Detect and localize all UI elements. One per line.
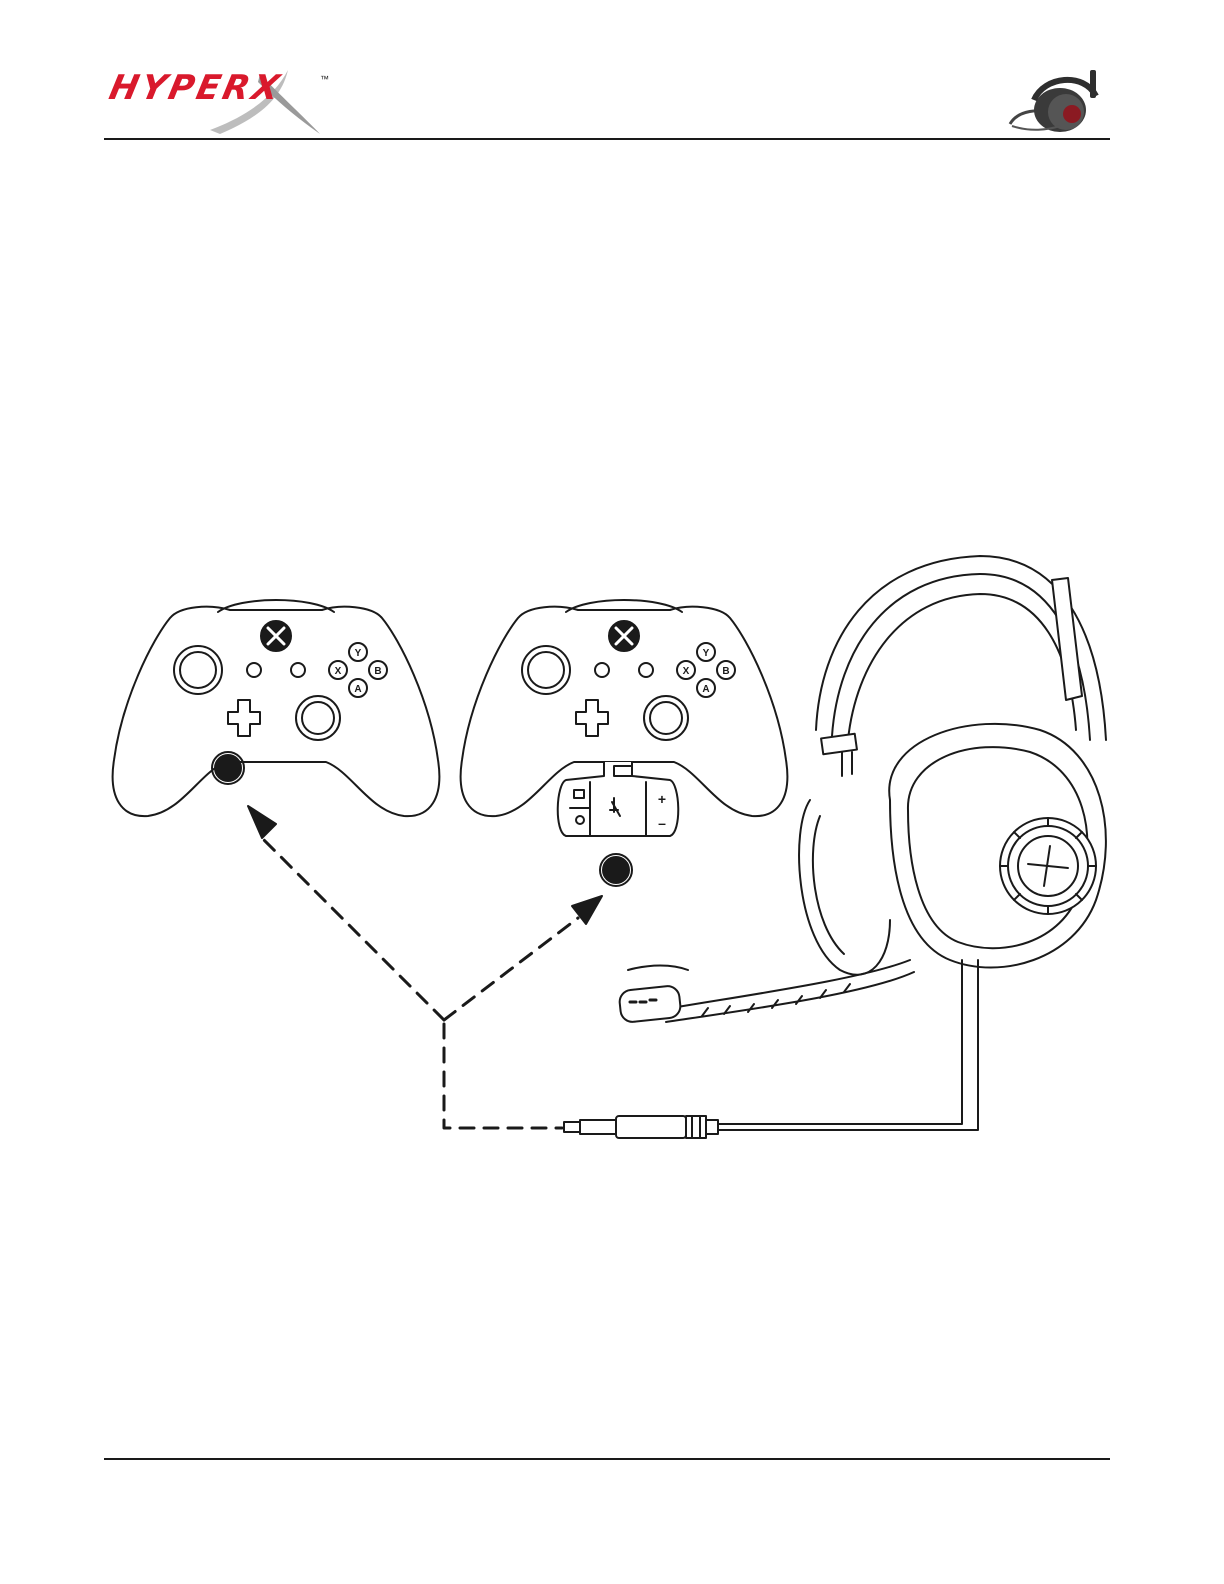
headset-thumbnail-icon xyxy=(1000,66,1120,138)
button-a-label-2: A xyxy=(702,684,709,695)
dashed-arrow-left xyxy=(248,806,444,1020)
dashed-connector-line xyxy=(444,1024,562,1128)
button-b-label: B xyxy=(374,666,381,677)
button-b-label-2: B xyxy=(722,666,729,677)
footer-divider xyxy=(104,1458,1110,1460)
adapter-plus-label: + xyxy=(658,791,666,807)
controller-left-icon xyxy=(113,600,440,816)
dashed-arrow-right xyxy=(444,896,602,1020)
button-y-label: Y xyxy=(355,648,362,659)
logo-wordmark: HYPERX xyxy=(106,68,286,108)
button-x-label: X xyxy=(335,666,342,677)
page-header: HYPERX ™ xyxy=(0,0,1224,150)
adapter-minus-label: – xyxy=(658,815,666,831)
header-divider xyxy=(104,138,1110,140)
trademark-symbol: ™ xyxy=(320,74,329,84)
button-x-label-2: X xyxy=(683,666,690,677)
button-a-label: A xyxy=(354,684,361,695)
hyperx-logo: HYPERX ™ xyxy=(100,60,340,140)
button-y-label-2: Y xyxy=(703,648,710,659)
connection-diagram: Y X B A Y X B A xyxy=(100,540,1120,1160)
